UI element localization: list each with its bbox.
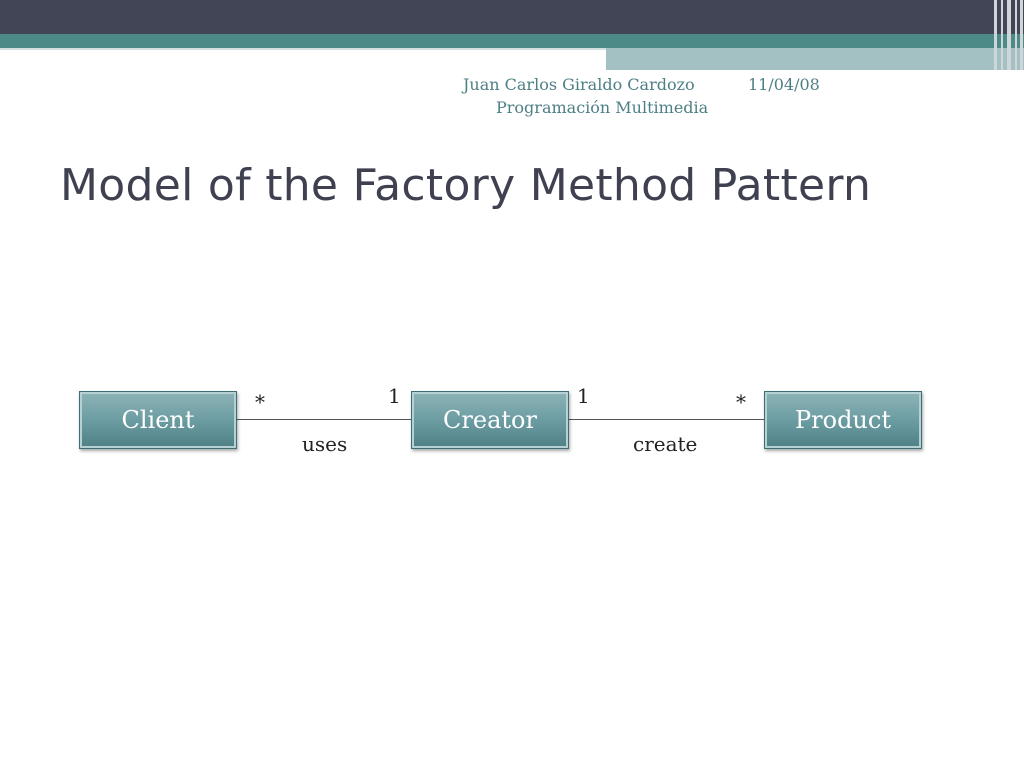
class-label-creator: Creator <box>443 406 537 434</box>
top-dark-band <box>0 0 1024 34</box>
multiplicity-creator-end-uses: 1 <box>388 384 401 408</box>
decorative-lines <box>992 0 1024 70</box>
class-box-creator: Creator <box>411 391 569 449</box>
connector-create <box>568 419 765 420</box>
multiplicity-creator-end-create: 1 <box>577 384 590 408</box>
association-label-uses: uses <box>302 432 348 456</box>
header-course: Programación Multimedia <box>496 98 709 117</box>
association-label-create: create <box>633 432 698 456</box>
connector-uses <box>236 419 412 420</box>
multiplicity-client-end: * <box>255 390 265 414</box>
right-accent-block <box>606 48 1024 70</box>
teal-band <box>0 34 1024 48</box>
multiplicity-product-end: * <box>736 390 746 414</box>
slide-title: Model of the Factory Method Pattern <box>60 160 872 211</box>
class-box-product: Product <box>764 391 922 449</box>
header-date: 11/04/08 <box>748 75 820 94</box>
class-label-product: Product <box>795 406 891 434</box>
class-box-client: Client <box>79 391 237 449</box>
light-strip <box>0 48 606 50</box>
class-label-client: Client <box>121 406 195 434</box>
header-author: Juan Carlos Giraldo Cardozo <box>463 75 695 94</box>
